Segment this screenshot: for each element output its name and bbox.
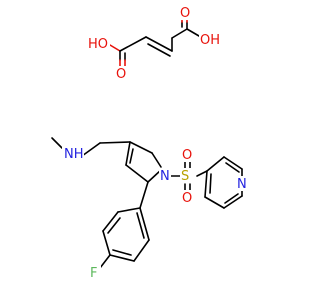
oh-label: OH bbox=[200, 33, 220, 48]
bond-py-6 bbox=[204, 170, 208, 198]
o-top-bg bbox=[181, 147, 193, 162]
bond-py-1 bbox=[206, 156, 225, 172]
bond-c2-c3-double bbox=[147, 43, 171, 57]
nh-label: NH bbox=[64, 147, 84, 162]
bond-c4-c5 bbox=[125, 164, 149, 183]
vonoprazan: NH N S O O N F bbox=[51, 137, 248, 281]
bond-c3-c2 bbox=[129, 141, 153, 154]
bond-c3-c4 bbox=[125, 141, 131, 166]
s-label: S bbox=[181, 169, 189, 184]
f-label: F bbox=[90, 266, 97, 281]
bond-ph-6-inner bbox=[136, 212, 145, 239]
n-pyrrole-label: N bbox=[160, 169, 170, 184]
bond-c2-n1 bbox=[151, 152, 162, 168]
bond-ph-4-inner bbox=[112, 249, 132, 256]
bond-n-ch2 bbox=[81, 142, 101, 157]
o-bottom-bg bbox=[181, 190, 193, 205]
bond-c1-c2 bbox=[119, 36, 147, 52]
nh-bg bbox=[62, 146, 84, 161]
bond-ph-2 bbox=[102, 211, 119, 232]
ho-bg bbox=[86, 36, 110, 51]
s-bg bbox=[180, 168, 192, 183]
o-left-bg bbox=[115, 66, 127, 81]
bond-c3-c4-inner bbox=[129, 148, 134, 164]
bond-c5-oh bbox=[186, 28, 200, 37]
n-pyridine-label: N bbox=[237, 177, 247, 192]
n-pyrrole-bg bbox=[159, 168, 171, 183]
bond-ph-5 bbox=[133, 239, 150, 262]
o-right-bg bbox=[179, 5, 191, 20]
bond-ch2-c3 bbox=[99, 141, 131, 144]
bond-py-6-inner bbox=[209, 173, 212, 194]
bond-ho-c1 bbox=[109, 44, 121, 52]
o-right-label: O bbox=[180, 6, 190, 21]
structure-canvas: HO O O OH bbox=[51, 5, 248, 281]
bond-c4-c5 bbox=[171, 28, 188, 39]
bond-ph-2-inner bbox=[107, 217, 121, 234]
bond-ph-f bbox=[99, 254, 111, 269]
o-left-label: O bbox=[116, 67, 126, 82]
ho-label: HO bbox=[88, 37, 108, 52]
bond-c5-ph bbox=[139, 181, 149, 209]
bond-s-pyridine bbox=[196, 170, 208, 177]
bond-py-4-inner bbox=[224, 193, 239, 204]
bond-ph-3 bbox=[102, 230, 111, 256]
f-bg bbox=[89, 265, 101, 280]
bond-py-2-inner bbox=[225, 162, 240, 173]
fumaric-acid: HO O O OH bbox=[86, 5, 223, 82]
bond-c2-c3 bbox=[145, 36, 173, 52]
chemical-structure-drawing: HO O O OH bbox=[51, 5, 248, 281]
bond-ph-1 bbox=[117, 207, 141, 213]
oh-bg bbox=[199, 32, 223, 47]
bond-py-5 bbox=[204, 196, 225, 209]
bond-py-2 bbox=[223, 156, 243, 170]
bond-ph-6 bbox=[139, 207, 150, 241]
bond-py-4 bbox=[223, 195, 243, 209]
o-sulfonyl-top-label: O bbox=[182, 148, 192, 163]
o-sulfonyl-bottom-label: O bbox=[182, 191, 192, 206]
bond-c5-n1 bbox=[147, 169, 162, 183]
n-pyridine-bg bbox=[236, 176, 248, 191]
bond-me-n bbox=[51, 137, 63, 149]
bond-ph-4 bbox=[109, 254, 135, 262]
